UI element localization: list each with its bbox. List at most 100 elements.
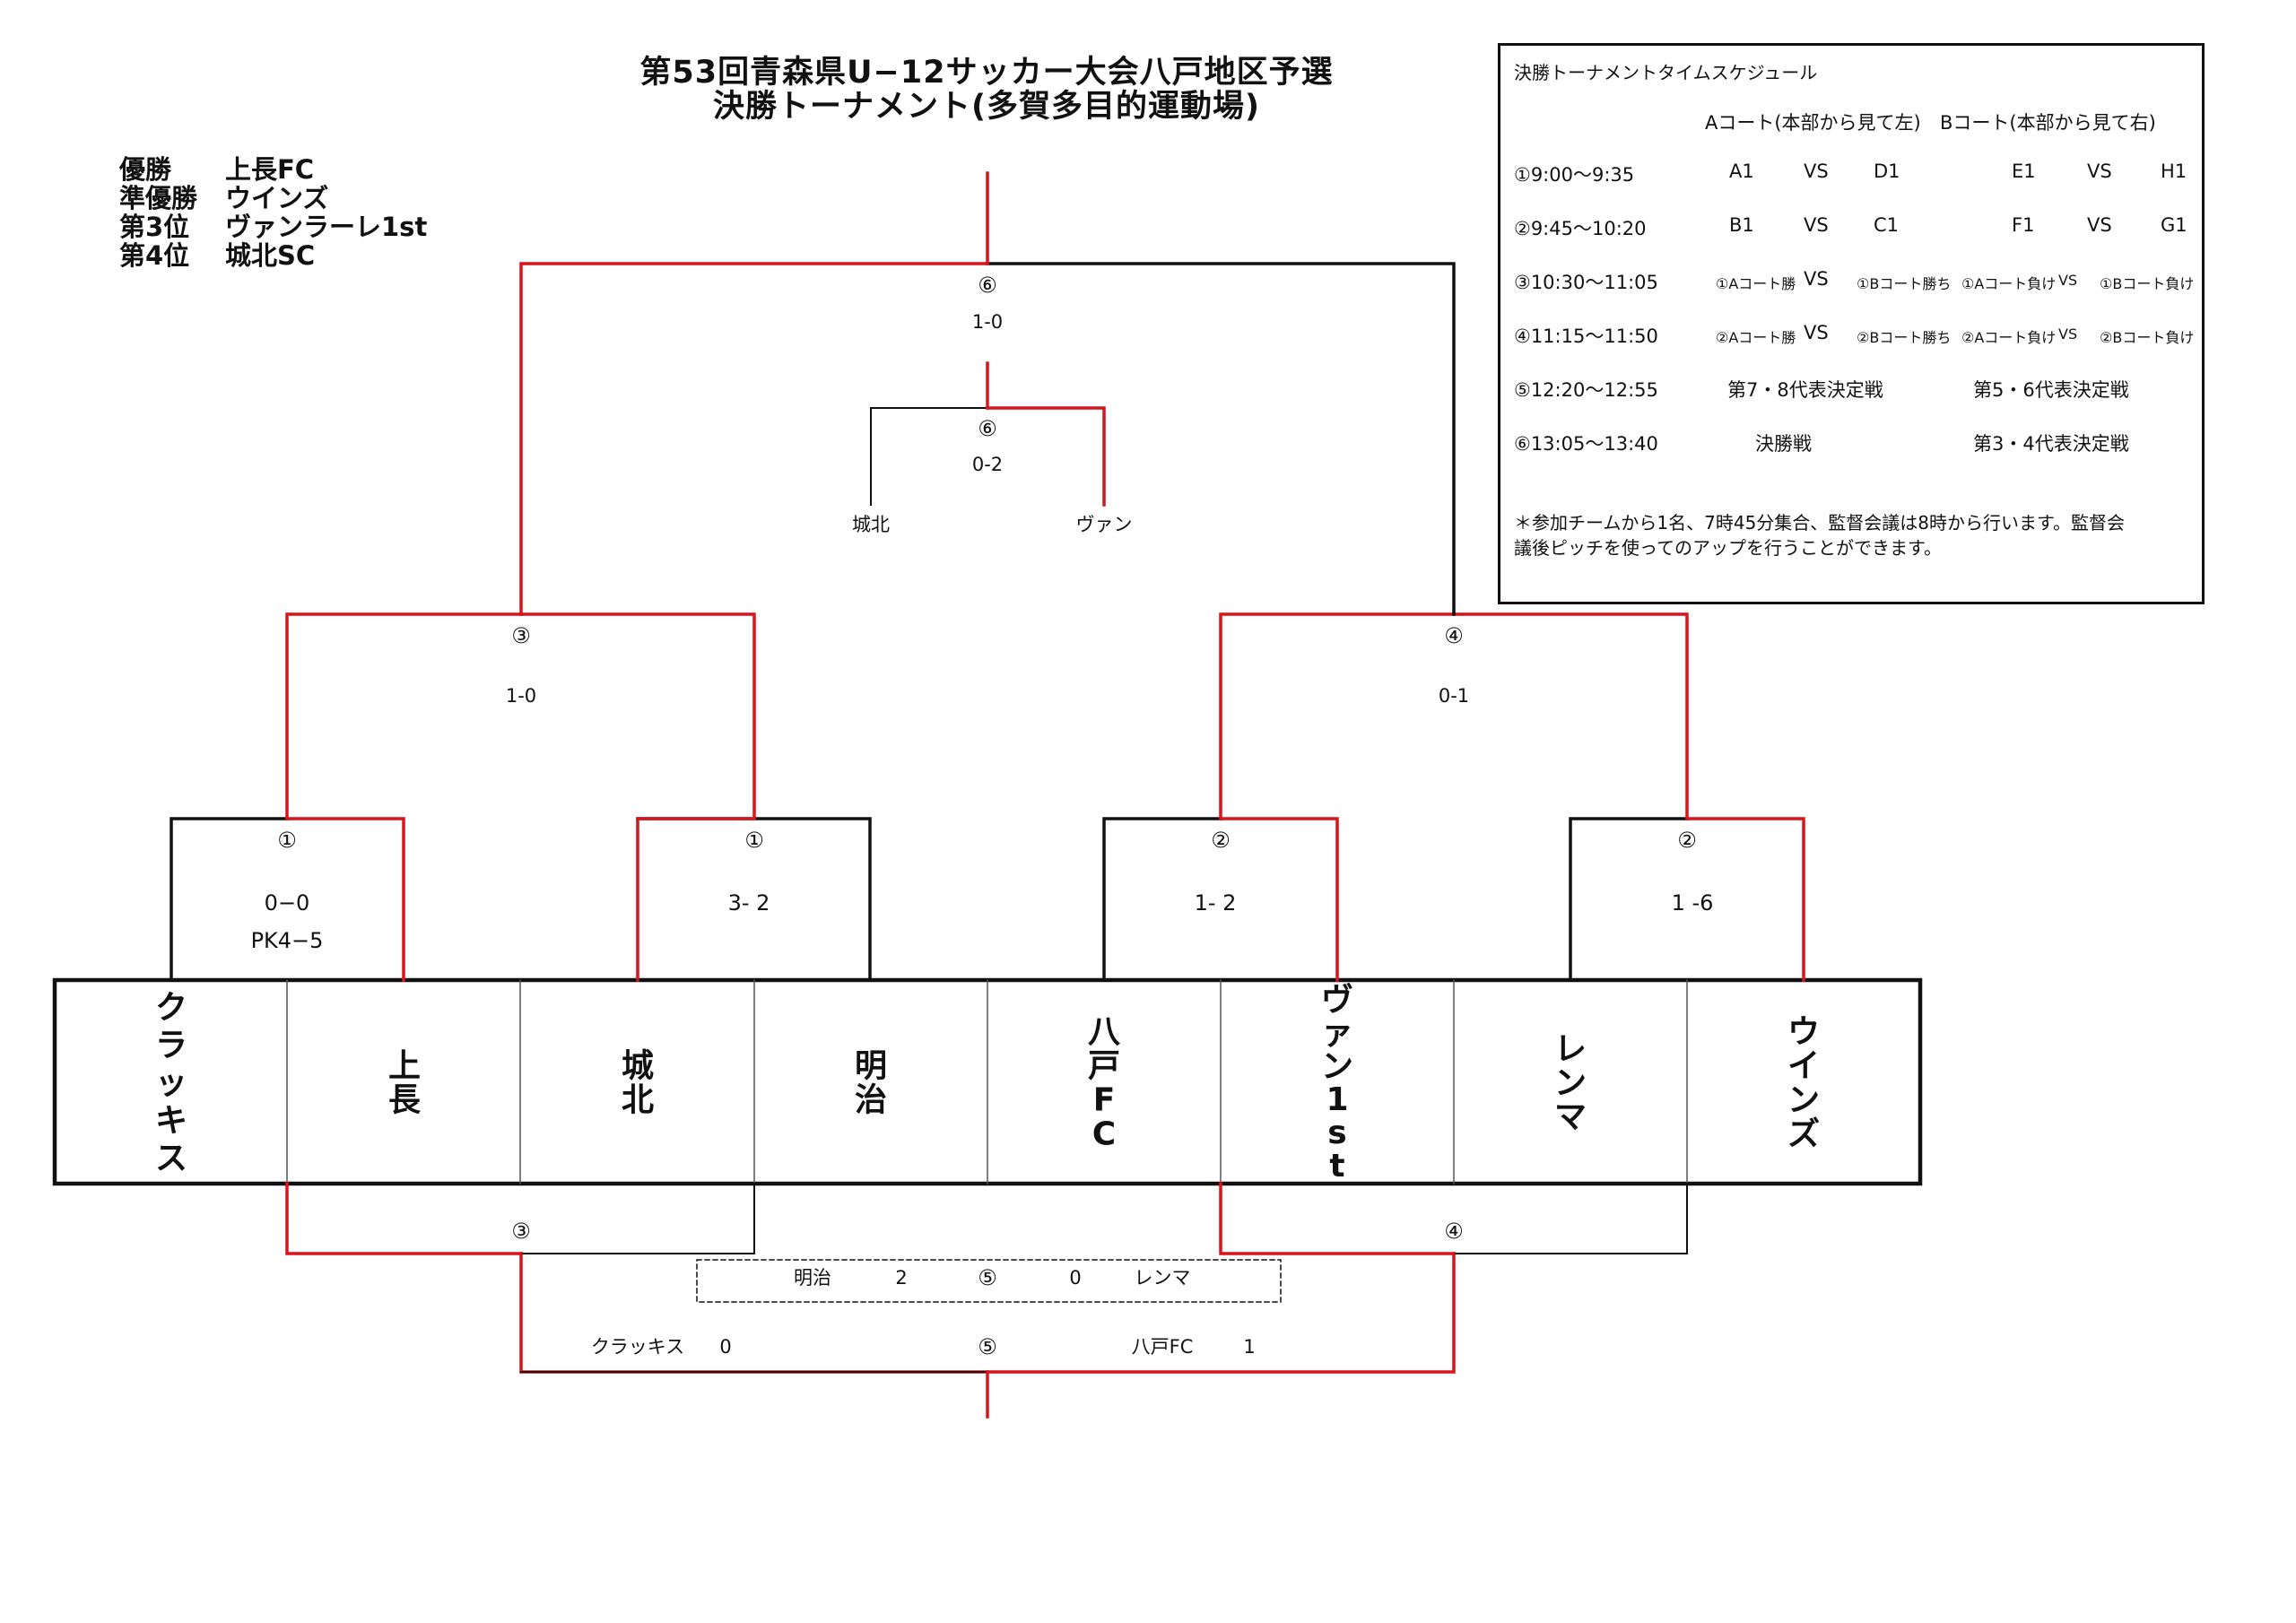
team-dividers [286, 979, 1688, 1185]
sf1-right [519, 612, 756, 820]
place5-right [986, 1252, 1456, 1374]
result-label: 優勝 [119, 154, 172, 185]
slot-bvs: VS [2058, 272, 2078, 289]
r1-m3-score: 1- 2 [1195, 890, 1237, 916]
result-team: ヴァンラーレ1st [225, 212, 428, 242]
schedule-heading: 決勝トーナメントタイムスケジュール [1514, 62, 1818, 83]
place7-num: ⑤ [978, 1265, 997, 1290]
r1-m2-score: 3- 2 [728, 890, 770, 916]
schedule-box: 決勝トーナメントタイムスケジュール Aコート(本部から見て左) Bコート(本部か… [1498, 43, 2205, 604]
team-name-char: ン [1554, 1065, 1587, 1102]
slot-avs: VS [1804, 161, 1829, 182]
slot-b1: ①Aコート負け [1961, 275, 2057, 292]
slot-a1: A1 [1729, 161, 1754, 182]
team-name-char: 1 [1326, 1081, 1348, 1118]
slot-b1: F1 [2012, 214, 2035, 236]
slot-b: 第5・6代表決定戦 [1973, 379, 2129, 401]
r1-m4-right [1685, 817, 1805, 982]
slot-a2: ①Bコート勝ち [1857, 275, 1952, 292]
slot-time: ⑥13:05〜13:40 [1514, 433, 1658, 455]
slot-a1: B1 [1729, 214, 1754, 236]
r1-m4-num: ② [1677, 828, 1697, 853]
team-name-char: 北 [622, 1082, 654, 1119]
team-name: 上長 [388, 1048, 422, 1119]
team-name-char: レ [1554, 1031, 1587, 1068]
slot-time: ①9:00〜9:35 [1514, 164, 1635, 186]
place5-right-team: 八戸FC [1132, 1336, 1194, 1358]
third-score: 0-2 [972, 454, 1003, 475]
result-champion: 優勝 上長FC [119, 149, 314, 187]
team-name-char: t [1329, 1148, 1344, 1185]
lower3-right [520, 1183, 755, 1254]
third-left-team: 城北 [852, 514, 890, 535]
third-right-team: ヴァン [1076, 514, 1133, 535]
team-name-char: 城 [622, 1048, 654, 1085]
team-name-char: ス [155, 1141, 187, 1177]
result-fourth: 第4位城北SC [119, 235, 315, 273]
r1-m1-num: ① [277, 828, 297, 853]
team-name-char: ン [1787, 1082, 1820, 1119]
r1-m1-left [170, 817, 289, 982]
team-name-char: C [1092, 1116, 1116, 1153]
lower4-right [1453, 1183, 1688, 1254]
sf2-num: ④ [1444, 623, 1464, 648]
page-title: 第53回青森県U−12サッカー大会八戸地区予選 [639, 55, 1334, 91]
schedule-note-2: 議後ピッチを使ってのアップを行うことができます。 [1514, 537, 1942, 559]
team-name: 八戸FC [1088, 1014, 1121, 1153]
slot-avs: VS [1804, 322, 1829, 343]
place7-right-team: レンマ [1135, 1267, 1191, 1289]
final-num: ⑥ [978, 273, 997, 298]
place5-num: ⑤ [978, 1334, 997, 1359]
sf2-left [1219, 612, 1456, 820]
slot-a1: ①Aコート勝 [1716, 275, 1796, 292]
slot-b: 第3・4代表決定戦 [1973, 433, 2129, 455]
team-name-char: ズ [1787, 1115, 1820, 1153]
slot-time: ④11:15〜11:50 [1514, 325, 1658, 347]
place7-box [696, 1259, 1282, 1303]
final-left [519, 262, 989, 616]
team-name-char: イ [1787, 1048, 1820, 1085]
slot-b2: H1 [2161, 161, 2187, 182]
slot-bvs: VS [2087, 214, 2112, 236]
r1-m2-num: ① [744, 828, 764, 853]
final-score: 1-0 [972, 311, 1003, 333]
result-third: 第3位 ヴァンラーレ1st [119, 206, 427, 244]
team-name: 城北 [622, 1048, 654, 1119]
sf2-score: 0-1 [1439, 685, 1469, 707]
slot-a1: ②Aコート勝 [1716, 329, 1796, 346]
slot-bvs: VS [2087, 161, 2112, 182]
slot-time: ③10:30〜11:05 [1514, 272, 1658, 293]
result-team: 上長FC [225, 154, 315, 185]
court-a-label: Aコート(本部から見て左) [1705, 112, 1921, 134]
sf1-left [285, 612, 523, 820]
r1-m1-pk: PK4−5 [251, 928, 324, 953]
lower3-num: ③ [511, 1219, 531, 1244]
r1-m4-score: 1 -6 [1672, 890, 1714, 916]
third-num: ⑥ [978, 416, 997, 441]
team-name-char: 上 [388, 1048, 421, 1085]
court-b-label: Bコート(本部から見て右) [1940, 112, 2156, 134]
slot-avs: VS [1804, 268, 1829, 290]
team-name-char: マ [1554, 1099, 1587, 1136]
team-name-char: ウ [1787, 1014, 1820, 1051]
result-label: 第3位 [119, 212, 190, 242]
third-left [870, 407, 988, 506]
slot-a2: ②Bコート勝ち [1857, 329, 1952, 346]
result-label: 準優勝 [119, 183, 198, 213]
page-subtitle: 決勝トーナメント(多賀多目的運動場) [713, 89, 1260, 125]
slot-time: ②9:45〜10:20 [1514, 218, 1647, 239]
place5-left-score: 0 [719, 1336, 731, 1358]
team-name-char: ヴ [1321, 982, 1353, 1019]
result-label: 第4位 [119, 240, 190, 271]
place7-left-score: 2 [895, 1267, 907, 1289]
slot-b2: G1 [2161, 214, 2187, 236]
sf1-score: 1-0 [506, 685, 536, 707]
slot-a2: D1 [1874, 161, 1900, 182]
slot-a: 決勝戦 [1755, 433, 1812, 455]
place5-left-team: クラッキス [591, 1336, 684, 1358]
lower4-left [1219, 1182, 1456, 1255]
slot-bvs: VS [2058, 325, 2078, 343]
sf1-num: ③ [511, 623, 531, 648]
